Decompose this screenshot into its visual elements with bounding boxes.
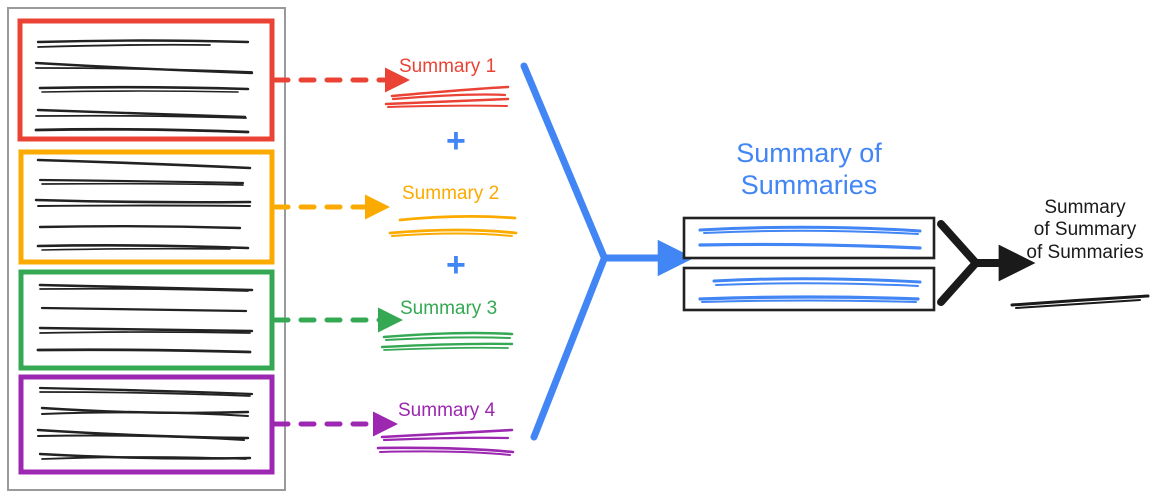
document-group-1[interactable] — [17, 18, 275, 142]
sos-title-line-2: Summaries — [740, 169, 878, 200]
summary-2-lines — [388, 215, 518, 237]
sos-box-2-border — [682, 266, 936, 312]
sos-box-1[interactable] — [682, 216, 936, 260]
document-group-3-text-lines — [36, 283, 254, 354]
summary-1-label: Summary 1 — [399, 56, 497, 77]
document-collection-container — [7, 7, 286, 491]
summary-of-summaries-title: Summary of Summaries — [679, 138, 939, 202]
document-group-2[interactable] — [18, 149, 275, 265]
final-output-line-3: of Summaries — [1026, 241, 1144, 263]
document-group-2-text-lines — [34, 158, 252, 251]
document-group-3[interactable] — [18, 269, 275, 371]
summary-4-label: Summary 4 — [398, 400, 496, 421]
summary-2-label: Summary 2 — [402, 183, 500, 204]
sos-box-2-lines — [698, 277, 922, 303]
sos-box-2[interactable] — [682, 266, 936, 312]
document-group-4[interactable] — [18, 374, 275, 475]
document-group-2-border — [18, 149, 275, 265]
final-output-title: Summary of Summary of Summaries — [1000, 197, 1170, 264]
sos-title-line-1: Summary of — [736, 138, 882, 168]
sos-box-1-border — [682, 216, 936, 260]
final-output-line-1: Summary — [1044, 197, 1126, 218]
sos-box-1-lines — [698, 225, 922, 250]
summary-3-label: Summary 3 — [400, 298, 498, 319]
black-merge-arrow — [937, 220, 1036, 306]
summary-3-lines — [380, 331, 514, 351]
final-output-line-2: of Summary — [1033, 219, 1137, 241]
summary-1-lines — [384, 85, 510, 108]
summary-4-lines — [376, 428, 515, 456]
document-group-4-text-lines — [36, 386, 254, 460]
plus-operator-2: + — [446, 246, 466, 284]
document-group-1-text-lines — [34, 39, 254, 134]
blue-funnel-arrow — [520, 62, 695, 441]
plus-operator-1: + — [446, 122, 466, 160]
document-group-1-border — [17, 18, 275, 142]
final-output-scribble — [1010, 294, 1150, 309]
